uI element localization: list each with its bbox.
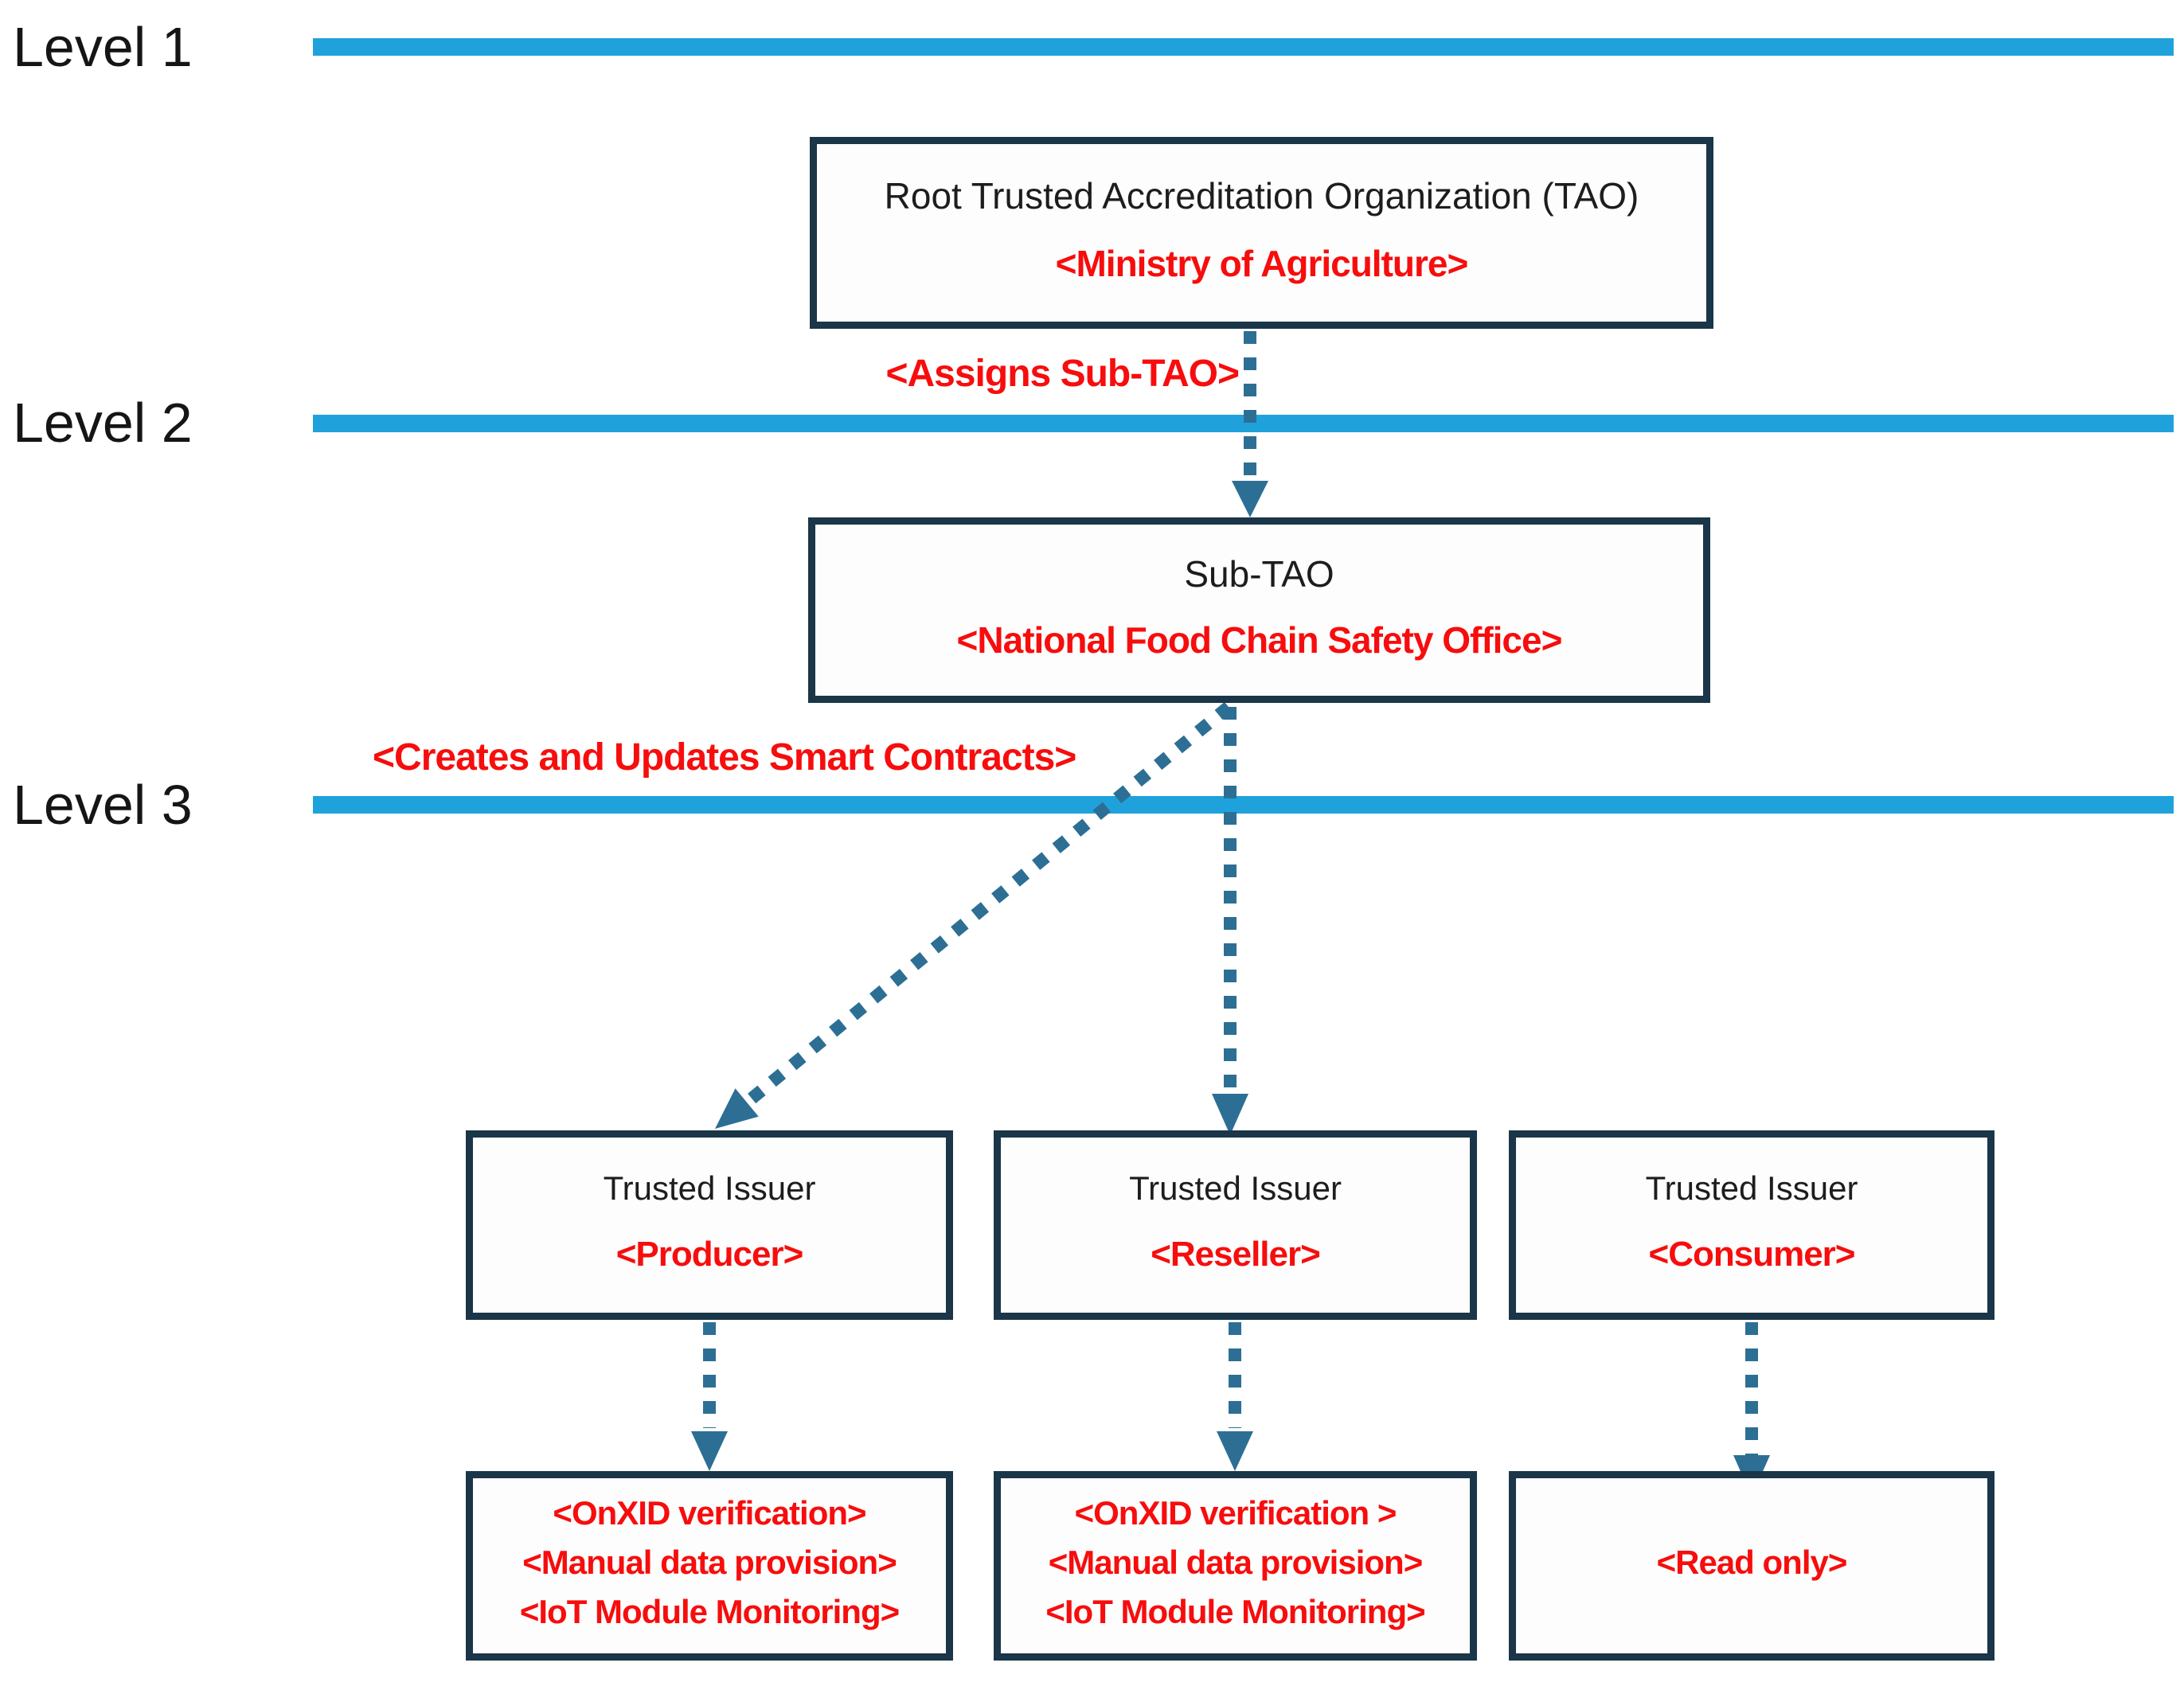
trusted-issuer-title: Trusted Issuer [603, 1169, 816, 1207]
producer-capabilities-box: <OnXID verification> <Manual data provis… [466, 1471, 953, 1661]
connector-producer-to-capabilities-arrowhead-icon [691, 1431, 728, 1471]
assigns-subtao-edge-label: <Assigns Sub-TAO> [885, 353, 1240, 395]
root-tao-box: Root Trusted Accreditation Organization … [810, 137, 1713, 329]
root-tao-role: <Ministry of Agriculture> [1055, 243, 1469, 285]
creates-updates-contracts-edge-label: <Creates and Updates Smart Contracts> [373, 736, 1076, 779]
level-1-label: Level 1 [13, 16, 193, 78]
reseller-capabilities-box: <OnXID verification > <Manual data provi… [994, 1471, 1477, 1661]
trusted-issuer-role: <Consumer> [1648, 1235, 1856, 1274]
capability-line: <Manual data provision> [522, 1544, 897, 1581]
capability-line: <IoT Module Monitoring> [519, 1593, 900, 1630]
capability-line: <OnXID verification> [553, 1494, 866, 1532]
connector-root-to-subtao-arrowhead-icon [1232, 481, 1268, 517]
capability-line: <IoT Module Monitoring> [1045, 1593, 1425, 1630]
consumer-capabilities-box: <Read only> [1509, 1471, 1995, 1661]
level-2-label: Level 2 [13, 392, 193, 454]
trusted-issuer-consumer-box: Trusted Issuer <Consumer> [1509, 1130, 1995, 1320]
connector-subtao-to-reseller-arrowhead-icon [1212, 1094, 1248, 1135]
capability-line: <Read only> [1656, 1544, 1848, 1581]
trusted-issuer-title: Trusted Issuer [1129, 1169, 1342, 1207]
capability-line: <Manual data provision> [1048, 1544, 1423, 1581]
connector-subtao-to-producer-arrowhead-icon [715, 1088, 759, 1129]
capability-line: <OnXID verification > [1074, 1494, 1397, 1532]
level-2-bar [313, 415, 2174, 432]
sub-tao-role: <National Food Chain Safety Office> [956, 619, 1563, 661]
level-3-label: Level 3 [13, 774, 193, 836]
level-1-bar [313, 38, 2174, 56]
sub-tao-box: Sub-TAO <National Food Chain Safety Offi… [808, 517, 1710, 703]
trusted-issuer-reseller-box: Trusted Issuer <Reseller> [994, 1130, 1477, 1320]
trusted-issuer-role: <Producer> [615, 1235, 804, 1274]
trusted-issuer-title: Trusted Issuer [1645, 1169, 1858, 1207]
trusted-issuer-producer-box: Trusted Issuer <Producer> [466, 1130, 953, 1320]
level-3-bar [313, 796, 2174, 814]
connector-reseller-to-capabilities-arrowhead-icon [1217, 1431, 1253, 1471]
sub-tao-title: Sub-TAO [1184, 553, 1334, 595]
trusted-issuer-role: <Reseller> [1151, 1235, 1321, 1274]
root-tao-title: Root Trusted Accreditation Organization … [884, 174, 1639, 217]
